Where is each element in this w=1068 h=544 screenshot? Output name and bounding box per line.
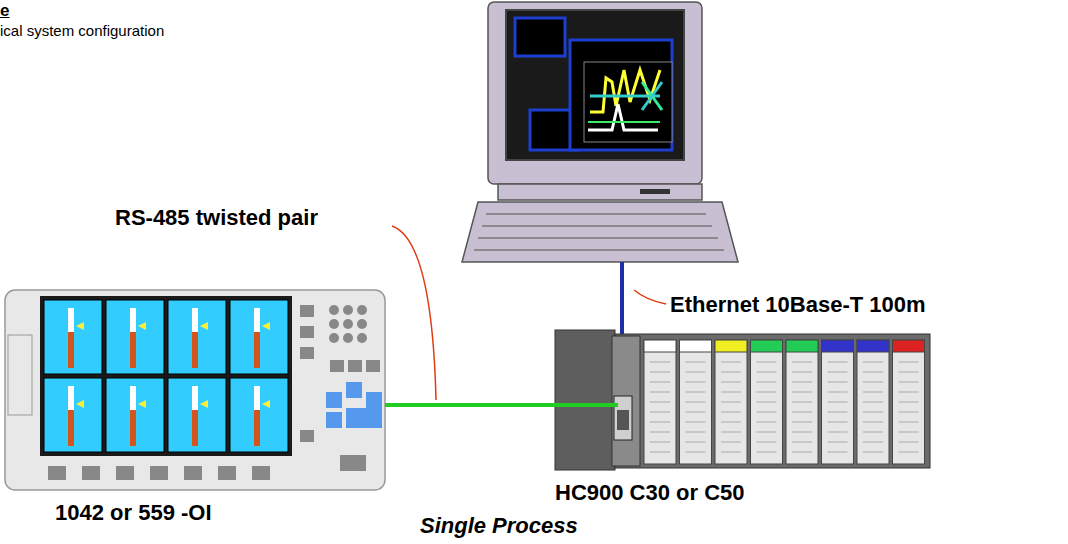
serial-link bbox=[385, 403, 555, 407]
device-label: 1042 or 559 -OI bbox=[55, 500, 212, 525]
device-label: HC900 C30 or C50 bbox=[555, 480, 745, 505]
operator-interface-illustration bbox=[5, 290, 385, 490]
network-label: Ethernet 10Base-T 100m bbox=[670, 292, 926, 317]
serial-wire bbox=[555, 403, 618, 407]
controller: HC900 C30 or C50 bbox=[555, 330, 930, 509]
leader-line bbox=[634, 290, 666, 304]
controller-illustration bbox=[555, 330, 930, 470]
leader-line bbox=[392, 226, 436, 400]
computer-illustration bbox=[462, 2, 738, 262]
link-label: RS-485 twisted pair bbox=[115, 205, 318, 230]
operator-interface: 1042 or 559 -OI bbox=[5, 290, 385, 529]
diagram-caption: Single Process bbox=[420, 513, 578, 538]
heading-fragment: e bbox=[0, 1, 9, 21]
heading-fragment: ical system configuration bbox=[0, 22, 164, 39]
